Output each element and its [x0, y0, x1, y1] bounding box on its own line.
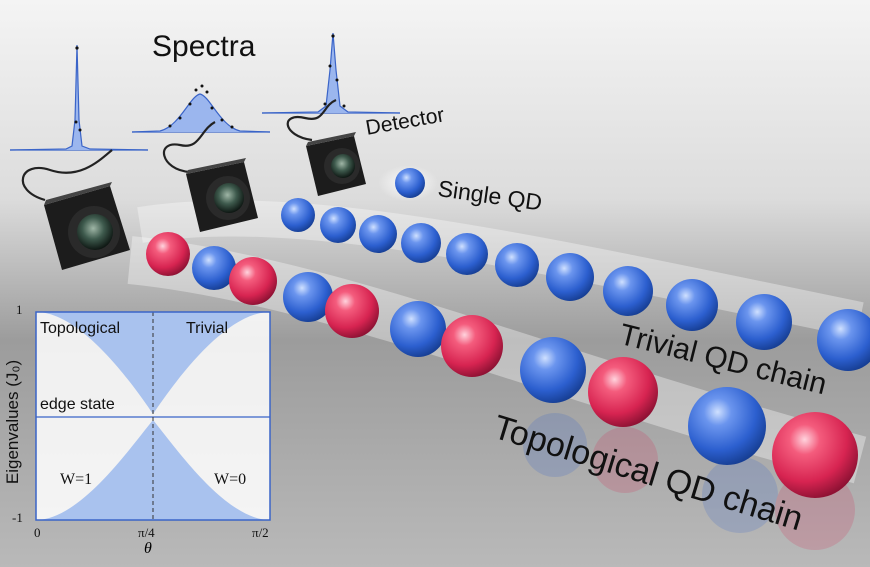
- winding-number-right: W=0: [214, 471, 247, 488]
- qd-red: [229, 257, 277, 305]
- qd-blue: [446, 233, 488, 275]
- x-axis-label: θ: [144, 540, 152, 557]
- qd-blue: [817, 309, 870, 371]
- reflections: [523, 413, 855, 550]
- inset-frame: [35, 311, 271, 521]
- detector-middle: [186, 158, 258, 232]
- x-tick-label: π/4: [138, 525, 155, 540]
- x-tick-label: 0: [34, 525, 41, 540]
- detector-large: [44, 182, 130, 270]
- region-trivial-label: Trivial: [186, 320, 229, 337]
- trivial-chain: [281, 198, 870, 371]
- qd-red: [441, 315, 503, 377]
- qd-blue: [546, 253, 594, 301]
- qd-blue: [666, 279, 718, 331]
- qd-red: [325, 284, 379, 338]
- qd-blue: [390, 301, 446, 357]
- topological-chain: [146, 232, 858, 498]
- cable: [162, 121, 216, 174]
- region-topological-label: Topological: [40, 320, 121, 337]
- qd-blue: [281, 198, 315, 232]
- detector-small: [306, 132, 366, 196]
- qd-blue: [603, 266, 653, 316]
- qd-blue: [401, 223, 441, 263]
- spectrum-plot-3: [261, 32, 401, 114]
- spectra-label: Spectra: [152, 30, 256, 63]
- qd-blue: [520, 337, 586, 403]
- y-tick-label: 1: [16, 302, 23, 317]
- qd-blue: [736, 294, 792, 350]
- inset-band-plot: [35, 311, 271, 521]
- qd-blue: [192, 246, 236, 290]
- qd-blue: [359, 215, 397, 253]
- spectrum-plot-1: [9, 44, 149, 151]
- qd-blue: [495, 243, 539, 287]
- y-tick-label: -1: [12, 510, 23, 525]
- qd-blue: [320, 207, 356, 243]
- qd-blue: [283, 272, 333, 322]
- qd-blue: [688, 387, 766, 465]
- edge-state-label: edge state: [40, 396, 115, 413]
- cable: [21, 149, 113, 202]
- single-qd: [395, 168, 425, 198]
- qd-red: [146, 232, 190, 276]
- y-axis-label: Eigenvalues (J₀): [3, 359, 23, 485]
- cable: [286, 98, 337, 142]
- qd-red: [772, 412, 858, 498]
- winding-number-left: W=1: [60, 471, 93, 488]
- qd-red: [588, 357, 658, 427]
- spectrum-plot-2: [131, 84, 271, 133]
- x-tick-label: π/2: [252, 525, 269, 540]
